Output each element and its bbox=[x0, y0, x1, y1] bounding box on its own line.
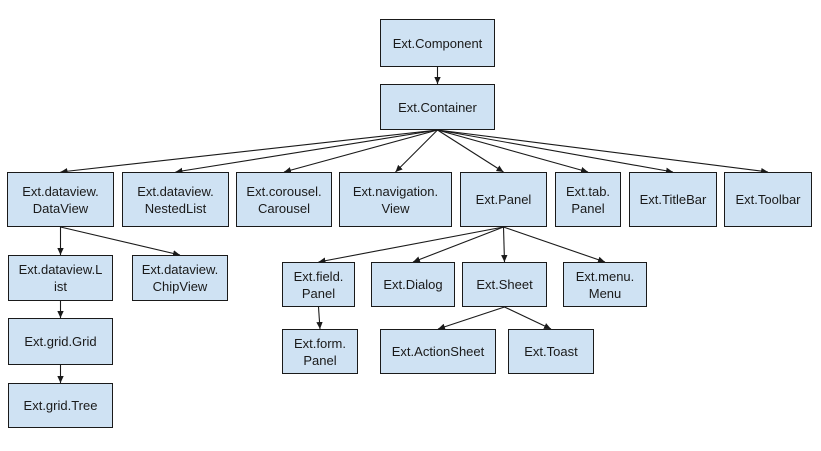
edge-panel-to-sheet bbox=[501, 226, 508, 263]
node-ext-dataview-nestedlist: Ext.dataview. NestedList bbox=[122, 172, 229, 227]
node-ext-field-panel: Ext.field. Panel bbox=[282, 262, 355, 307]
node-ext-panel: Ext.Panel bbox=[460, 172, 547, 227]
node-ext-form-panel: Ext.form. Panel bbox=[282, 329, 358, 374]
node-ext-navigation-view: Ext.navigation. View bbox=[339, 172, 452, 227]
node-ext-grid-tree: Ext.grid.Tree bbox=[8, 383, 113, 428]
node-ext-grid-grid: Ext.grid.Grid bbox=[8, 318, 113, 365]
edge-container-to-toolbar bbox=[437, 129, 769, 175]
node-ext-toolbar: Ext.Toolbar bbox=[724, 172, 812, 227]
node-ext-dialog: Ext.Dialog bbox=[371, 262, 455, 307]
node-ext-menu-menu: Ext.menu. Menu bbox=[563, 262, 647, 307]
edge-panel-to-dialog bbox=[412, 226, 504, 263]
node-ext-dataview-dataview: Ext.dataview. DataView bbox=[7, 172, 114, 227]
node-ext-dataview-list: Ext.dataview.L ist bbox=[8, 255, 113, 301]
edge-fieldpanel-to-formpanel bbox=[316, 306, 323, 330]
edge-sheet-to-actionsheet bbox=[437, 306, 505, 330]
node-ext-toast: Ext.Toast bbox=[508, 329, 594, 374]
node-ext-tab-panel: Ext.tab. Panel bbox=[555, 172, 621, 227]
edge-container-to-dataview bbox=[60, 129, 438, 175]
edge-container-to-tabpanel bbox=[437, 129, 589, 174]
node-ext-dataview-chipview: Ext.dataview. ChipView bbox=[132, 255, 228, 301]
node-ext-titlebar: Ext.TitleBar bbox=[629, 172, 717, 227]
edge-panel-to-fieldpanel bbox=[318, 226, 504, 264]
edge-container-to-carousel bbox=[283, 129, 438, 174]
node-ext-sheet: Ext.Sheet bbox=[462, 262, 547, 307]
edge-container-to-panel bbox=[437, 129, 504, 173]
edge-container-to-nestedlist bbox=[175, 129, 438, 175]
edge-panel-to-menu bbox=[503, 226, 606, 263]
node-ext-actionsheet: Ext.ActionSheet bbox=[380, 329, 496, 374]
edge-container-to-navview bbox=[395, 129, 438, 173]
node-ext-container: Ext.Container bbox=[380, 84, 495, 130]
edge-sheet-to-toast bbox=[504, 306, 552, 330]
node-ext-corousel-carousel: Ext.corousel. Carousel bbox=[236, 172, 332, 227]
edge-dataview-to-chipview bbox=[60, 226, 181, 257]
node-ext-component: Ext.Component bbox=[380, 19, 495, 67]
edge-container-to-titlebar bbox=[437, 129, 674, 174]
